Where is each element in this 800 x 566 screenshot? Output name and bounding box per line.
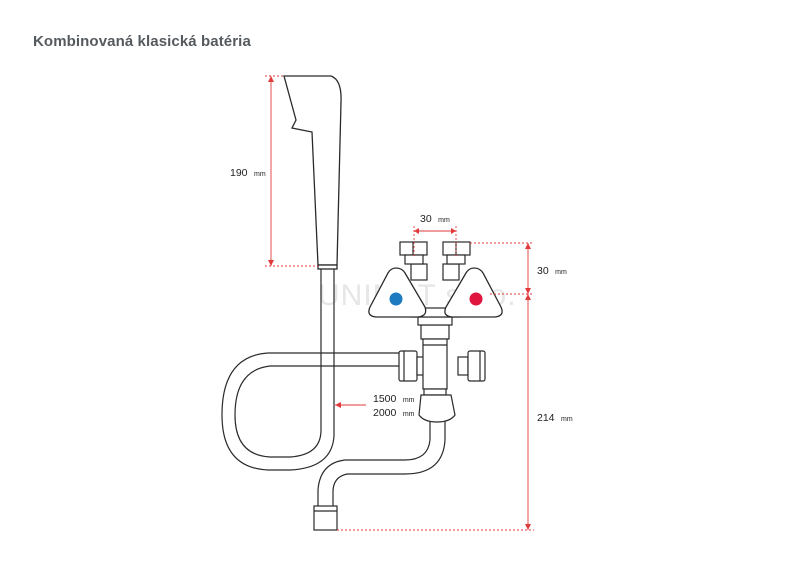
connector-spacing-label: 30 mm [420,209,450,226]
total-height-label: 214 mm [537,408,573,425]
hot-water-indicator-icon [469,292,483,306]
spout-pipe [313,420,446,531]
shower-hose [221,269,400,471]
shower-handset [283,75,342,270]
connector-height-label: 30 mm [537,261,567,278]
page-title: Kombinovaná klasická batéria [33,33,251,50]
hose-length-label-1: 1500 mm [373,389,415,406]
spout-nozzle [313,505,338,531]
handset-height-label: 190 mm [230,163,266,180]
hose-length-label-2: 2000 mm [373,403,415,420]
dimension-lines [265,75,534,531]
mixer-handles [368,267,503,318]
cold-water-handle [368,267,427,318]
hot-water-handle [444,267,503,318]
cold-water-indicator-icon [389,292,403,306]
